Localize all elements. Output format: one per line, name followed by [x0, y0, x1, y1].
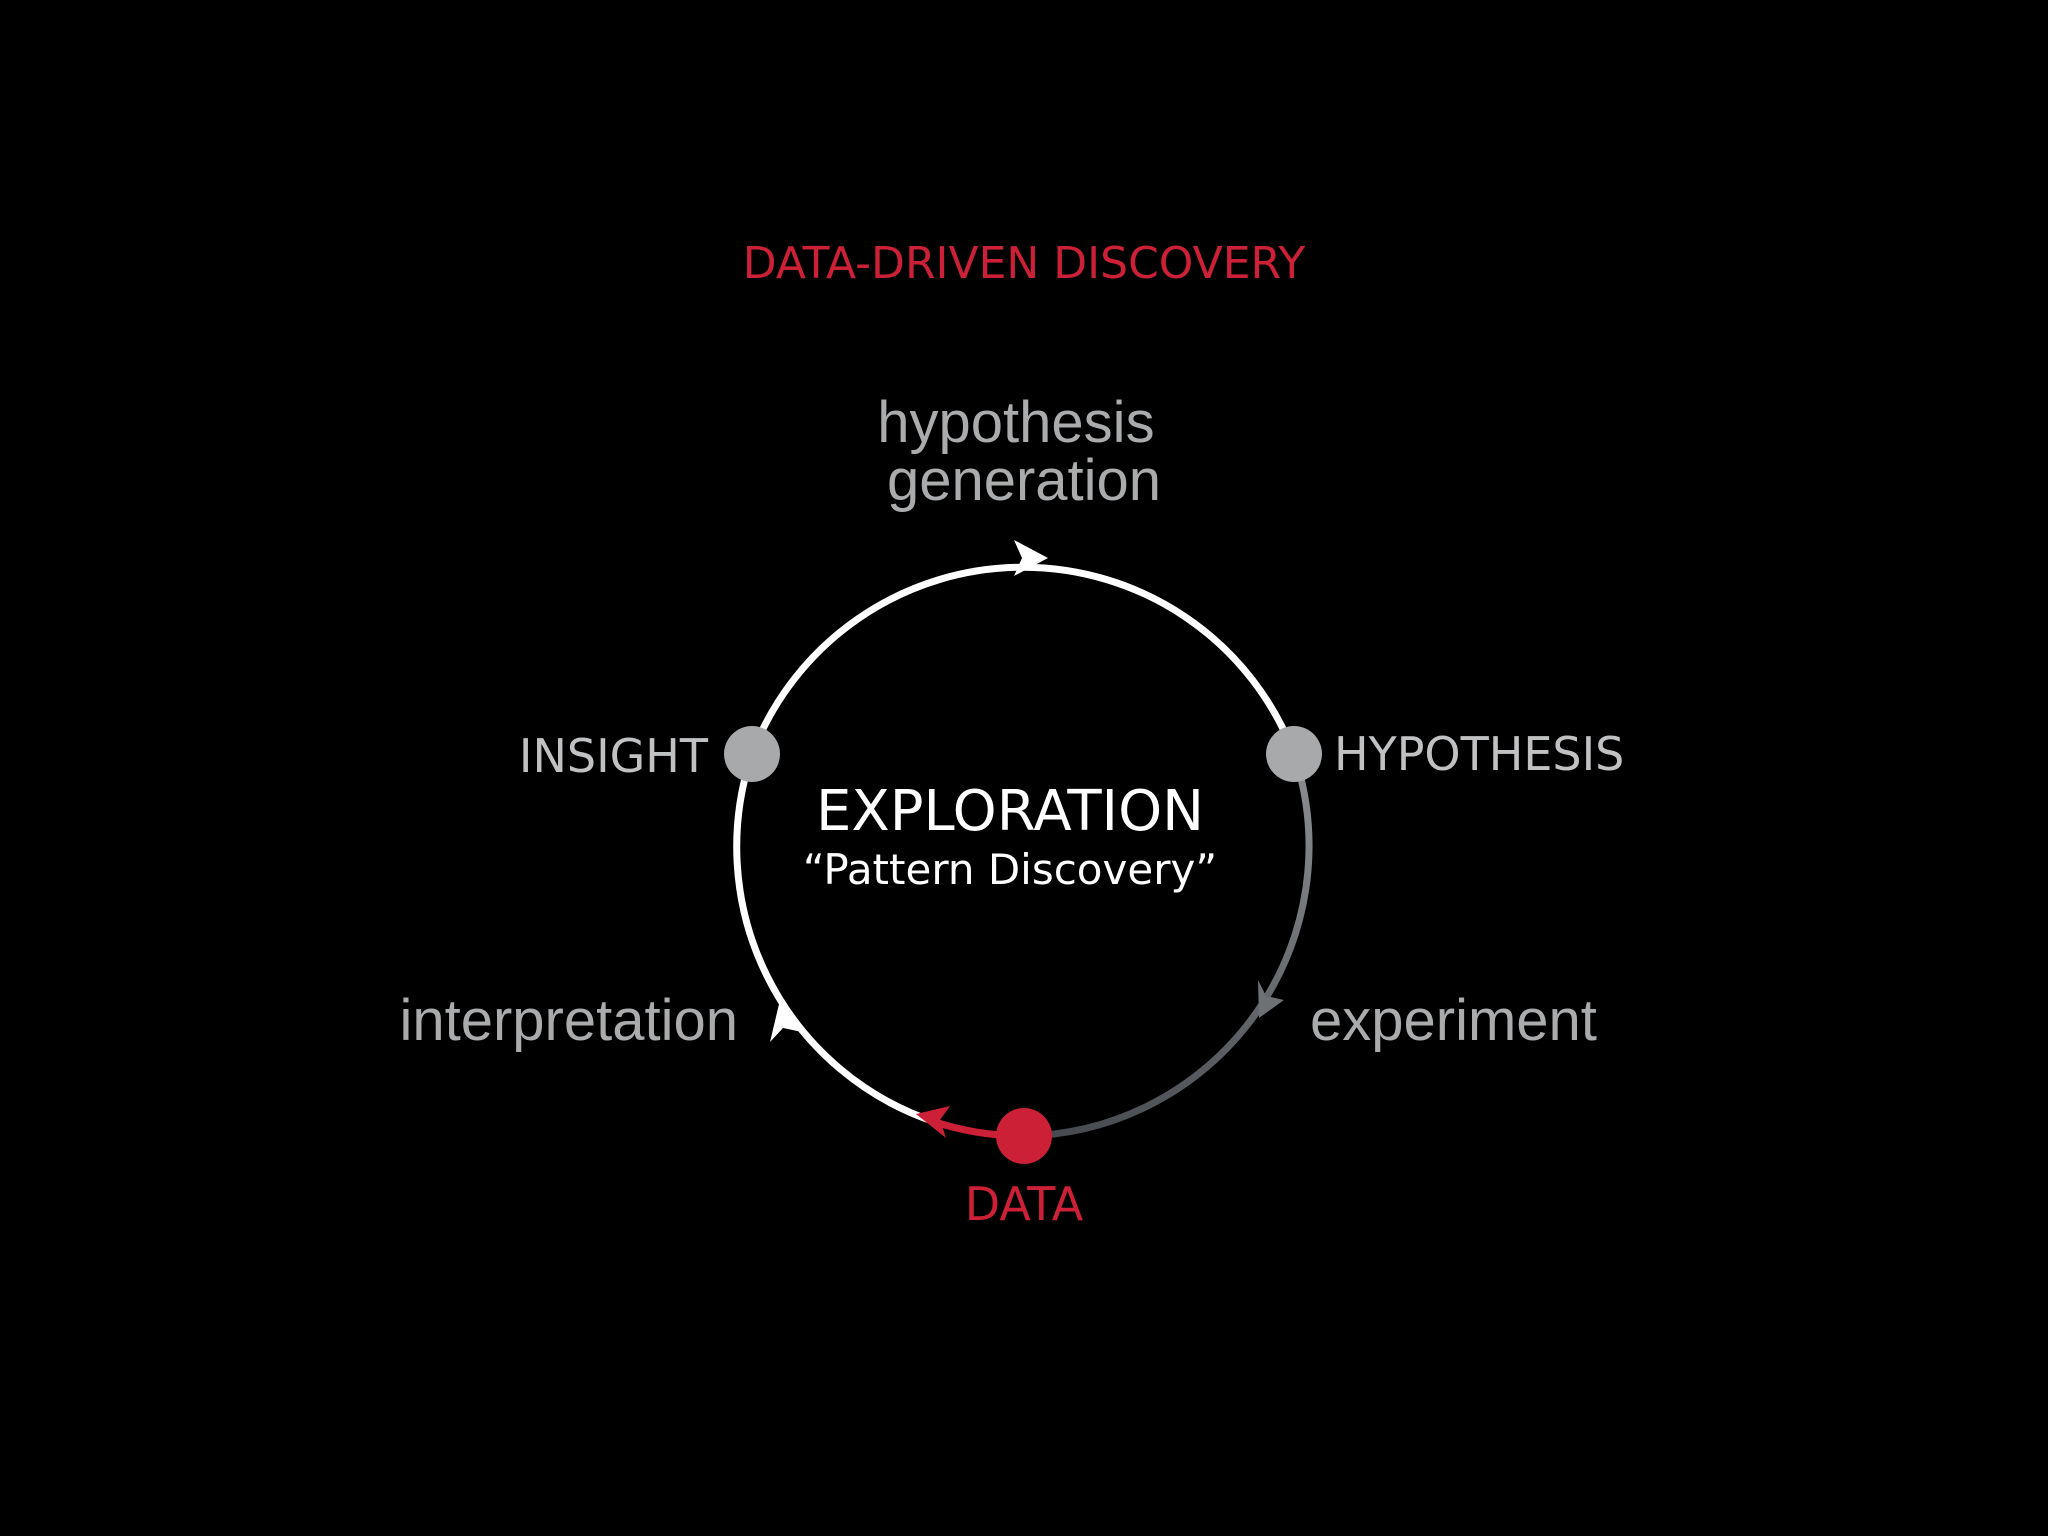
arc-insight-to-hypothesis	[748, 563, 1298, 756]
label-interpretation: interpretation	[399, 988, 738, 1053]
node-hypothesis	[1266, 726, 1322, 782]
arrow-experiment-icon	[1258, 980, 1284, 1018]
arrow-top-icon	[1014, 540, 1048, 576]
node-insight-label: INSIGHT	[519, 729, 709, 783]
diagram-title: DATA-DRIVEN DISCOVERY	[743, 238, 1306, 289]
arc-data-to-insight	[733, 752, 937, 1126]
label-experiment: experiment	[1310, 988, 1597, 1053]
center-heading: EXPLORATION	[816, 779, 1204, 844]
label-hypothesis-generation: hypothesis generation	[877, 390, 1170, 513]
label-hypothesis-generation-line-2: generation	[887, 448, 1161, 513]
node-insight	[724, 726, 780, 782]
arrow-interpretation-icon	[770, 1000, 802, 1042]
arc-hypothesis-to-data	[1023, 752, 1313, 1140]
node-hypothesis-label: HYPOTHESIS	[1334, 727, 1624, 781]
label-hypothesis-generation-line-1: hypothesis	[877, 390, 1154, 455]
node-data-label: DATA	[965, 1177, 1084, 1231]
center-subheading: “Pattern Discovery”	[803, 845, 1217, 894]
node-data	[996, 1108, 1052, 1164]
arrow-data-icon	[916, 1106, 950, 1138]
